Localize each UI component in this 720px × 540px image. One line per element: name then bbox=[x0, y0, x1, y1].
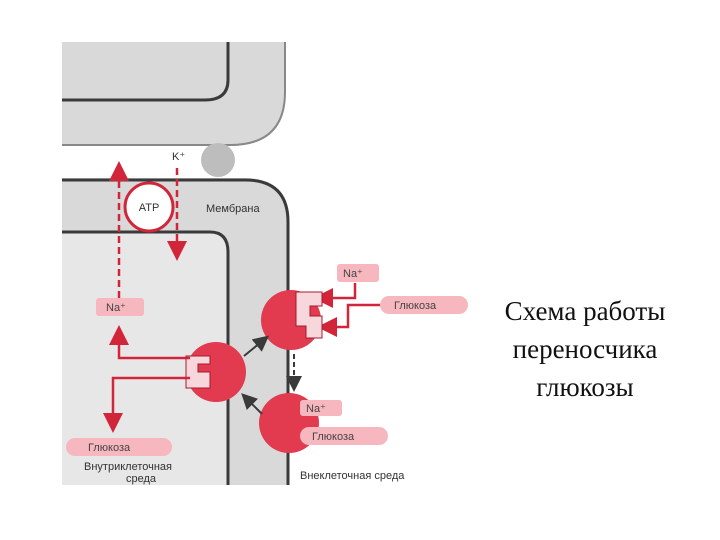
ion-channel bbox=[201, 143, 235, 177]
glucose-release-arrow bbox=[103, 376, 190, 433]
caption-line-1: Схема работы bbox=[504, 296, 666, 326]
extracellular-label: Внеклеточная среда bbox=[300, 470, 405, 482]
na-binding-arrow bbox=[313, 283, 357, 308]
cell-membrane-inner bbox=[62, 230, 230, 485]
na-tag-top bbox=[337, 264, 379, 282]
na-tag-bottom-label: Na⁺ bbox=[306, 403, 326, 415]
caption-line-3: глюкозы bbox=[536, 372, 634, 402]
na-tag-top-label: Na⁺ bbox=[343, 268, 363, 280]
glucose-tag-top bbox=[380, 296, 468, 314]
glucose-binding-arrow bbox=[317, 303, 380, 337]
diagram-caption: Схема работы переносчика глюкозы bbox=[470, 292, 700, 406]
k-ion-label: K⁺ bbox=[172, 151, 185, 163]
intracellular-label-line2: среда bbox=[126, 473, 157, 485]
na-tag-bottom bbox=[300, 400, 342, 416]
membrane-label: Мембрана bbox=[206, 203, 260, 215]
cycle-arrow-left bbox=[241, 393, 263, 415]
transporter-outward bbox=[261, 290, 323, 350]
atp-label: ATP bbox=[139, 202, 160, 214]
glucose-tag-top-label: Глюкоза bbox=[394, 300, 437, 312]
glucose-tag-left bbox=[66, 438, 172, 456]
atp-pump bbox=[123, 181, 175, 233]
glucose-tag-bottom bbox=[300, 427, 388, 445]
glucose-tag-bottom-label: Глюкоза bbox=[312, 431, 355, 443]
upper-cell-membrane bbox=[62, 42, 230, 102]
caption-line-2: переносчика bbox=[512, 334, 658, 364]
intracellular-label-line1: Внутриклеточная bbox=[84, 461, 172, 473]
cycle-arrow-up bbox=[243, 335, 270, 357]
na-release-arrow bbox=[109, 325, 190, 360]
na-tag-left bbox=[96, 298, 144, 316]
upper-cell-outer-edge bbox=[62, 42, 286, 146]
na-tag-left-label: Na⁺ bbox=[106, 302, 126, 314]
upper-cell-region bbox=[62, 42, 285, 145]
glucose-tag-left-label: Глюкоза bbox=[88, 442, 131, 454]
transporter-inward bbox=[185, 342, 246, 402]
cell-membrane-outer bbox=[62, 178, 290, 485]
